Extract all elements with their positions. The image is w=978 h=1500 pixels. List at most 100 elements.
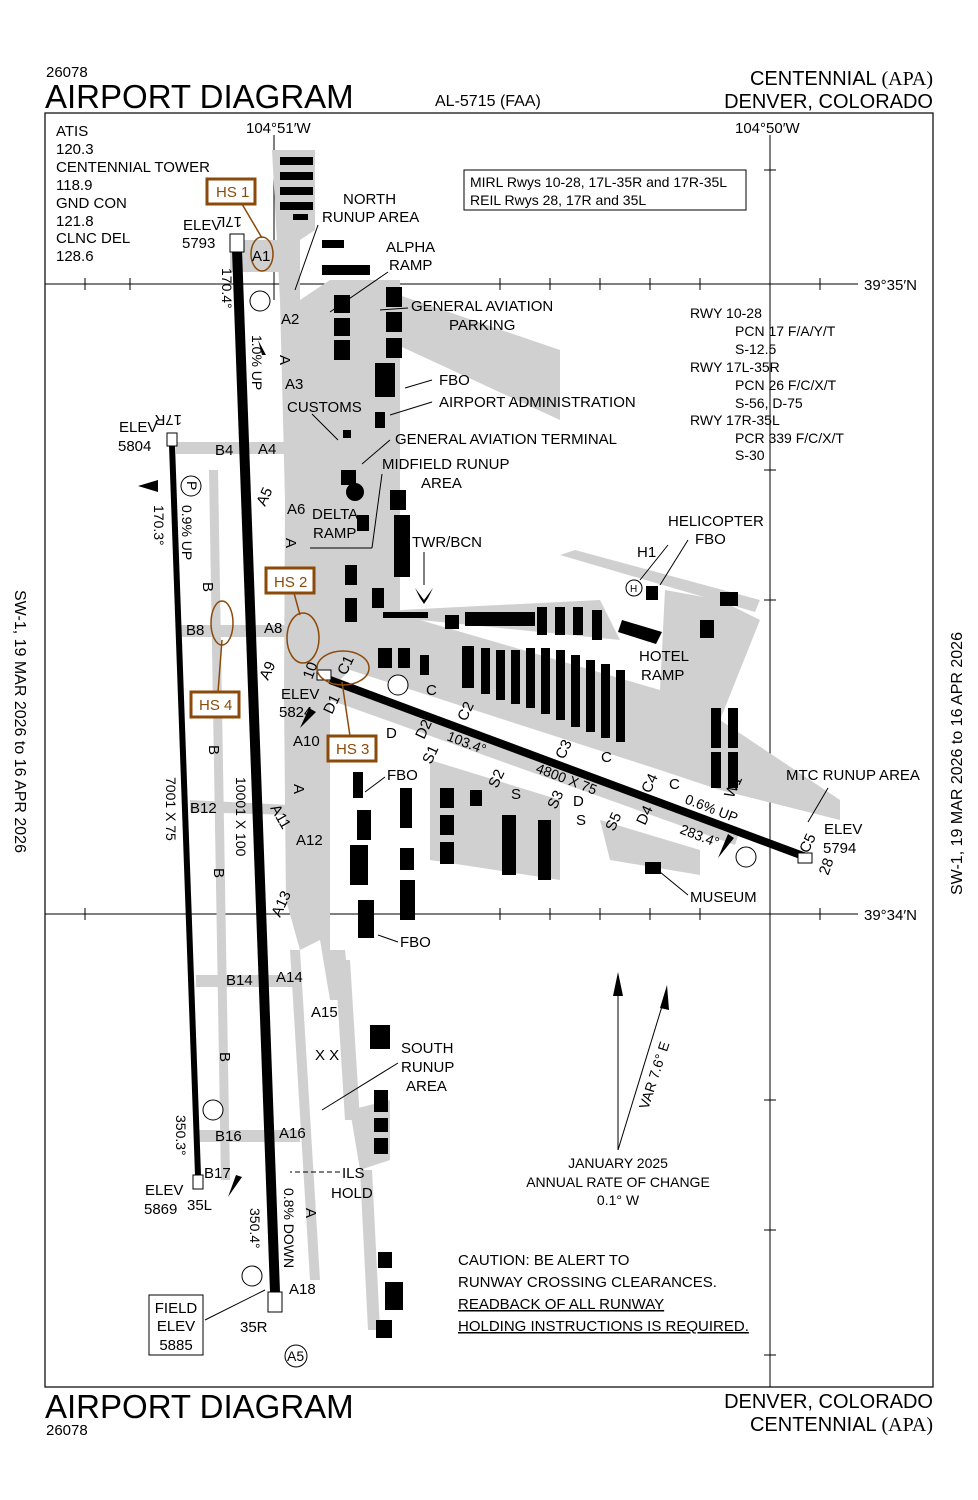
svg-text:S-30: S-30: [735, 447, 765, 463]
svg-text:B4: B4: [215, 442, 233, 459]
svg-text:B: B: [205, 745, 222, 755]
svg-text:AREA: AREA: [406, 1078, 447, 1095]
footer-airport-name: CENTENNIAL (APA): [750, 1414, 933, 1436]
svg-text:17R: 17R: [154, 411, 182, 428]
svg-text:A: A: [276, 355, 293, 365]
area-labels: NORTH RUNUP AREA ALPHA RAMP GENERAL AVIA…: [287, 191, 920, 1202]
diagram-frame: [44, 112, 934, 1388]
svg-text:B12: B12: [190, 800, 217, 817]
vasi-arrow-icon: [138, 340, 734, 1197]
svg-text:RAMP: RAMP: [641, 667, 684, 684]
svg-text:S: S: [511, 786, 521, 803]
freq-label: CLNC DEL: [56, 230, 130, 247]
svg-text:FBO: FBO: [695, 531, 726, 548]
svg-text:C1: C1: [334, 653, 358, 678]
svg-text:AIRPORT ADMINISTRATION: AIRPORT ADMINISTRATION: [439, 394, 636, 411]
longitude-label: 104°50′W: [735, 120, 801, 137]
svg-text:10: 10: [300, 660, 322, 681]
caution-note: CAUTION: BE ALERT TO RUNWAY CROSSING CLE…: [458, 1252, 749, 1335]
svg-text:S1: S1: [419, 743, 442, 767]
svg-text:350.4°: 350.4°: [247, 1208, 263, 1249]
svg-text:D1: D1: [320, 692, 344, 717]
svg-text:17L: 17L: [217, 213, 242, 230]
svg-text:ELEV: ELEV: [183, 217, 221, 234]
svg-text:A9: A9: [256, 659, 279, 683]
svg-text:A: A: [302, 1208, 319, 1218]
hot-spot-label: HS 2: [274, 574, 307, 591]
magvar-date: JANUARY 2025: [568, 1155, 668, 1171]
svg-text:RWY 17R-35L: RWY 17R-35L: [690, 412, 780, 428]
svg-text:CAUTION: BE ALERT TO: CAUTION: BE ALERT TO: [458, 1252, 629, 1269]
freq-label: GND CON: [56, 195, 127, 212]
svg-text:HOLDING INSTRUCTIONS IS REQUIR: HOLDING INSTRUCTIONS IS REQUIRED.: [458, 1318, 749, 1335]
svg-text:D4: D4: [633, 803, 657, 828]
svg-text:ELEV: ELEV: [145, 1182, 183, 1199]
chart-id: AL-5715 (FAA): [435, 93, 541, 110]
svg-text:P: P: [184, 481, 200, 490]
freq-label: ATIS: [56, 123, 88, 140]
svg-text:B16: B16: [215, 1128, 242, 1145]
hot-spot-label: HS 3: [336, 741, 369, 758]
svg-text:A2: A2: [281, 311, 299, 328]
svg-text:FBO: FBO: [439, 372, 470, 389]
svg-text:28: 28: [816, 856, 838, 877]
footer-number: 26078: [46, 1422, 88, 1439]
leader-lines: [204, 224, 829, 1321]
svg-text:A10: A10: [293, 733, 320, 750]
svg-text:GENERAL AVIATION TERMINAL: GENERAL AVIATION TERMINAL: [395, 431, 617, 448]
svg-text:A1: A1: [252, 248, 270, 265]
longitude-label: 104°51′W: [246, 120, 312, 137]
svg-text:A: A: [290, 784, 307, 794]
svg-text:5804: 5804: [118, 438, 151, 455]
svg-text:MUSEUM: MUSEUM: [690, 889, 757, 906]
chart-title: AIRPORT DIAGRAM: [45, 78, 354, 115]
svg-text:35L: 35L: [187, 1197, 212, 1214]
svg-text:B17: B17: [204, 1165, 231, 1182]
svg-text:S3: S3: [544, 788, 567, 812]
buildings: [280, 157, 738, 1338]
svg-text:A5: A5: [287, 1348, 304, 1364]
magvar-rate-label: ANNUAL RATE OF CHANGE: [526, 1174, 710, 1190]
svg-text:MIDFIELD RUNUP: MIDFIELD RUNUP: [382, 456, 510, 473]
svg-text:B14: B14: [226, 972, 253, 989]
field-elev-label: FIELD: [155, 1300, 198, 1317]
svg-text:CUSTOMS: CUSTOMS: [287, 399, 362, 416]
svg-text:170.3°: 170.3°: [151, 505, 167, 546]
hot-spots: HS 1 HS 2 HS 3 HS 4: [189, 177, 378, 763]
field-elevation-box: [148, 1294, 204, 1356]
svg-text:0.9% UP: 0.9% UP: [179, 505, 195, 560]
svg-text:A12: A12: [296, 832, 323, 849]
svg-text:NORTH: NORTH: [343, 191, 396, 208]
svg-text:B: B: [199, 582, 216, 592]
svg-text:C: C: [426, 682, 437, 699]
svg-text:X X: X X: [315, 1047, 339, 1064]
svg-text:170.4°: 170.4°: [219, 268, 235, 309]
freq-value: 121.8: [56, 213, 94, 230]
svg-text:C: C: [601, 749, 612, 766]
svg-text:S: S: [576, 812, 586, 829]
footer-title: AIRPORT DIAGRAM: [45, 1388, 354, 1425]
svg-text:HOTEL: HOTEL: [639, 648, 689, 665]
threshold-markings: [166, 233, 813, 1313]
svg-text:A4: A4: [258, 441, 276, 458]
runway-17r-35l: [169, 444, 201, 1176]
runway-10-28: [328, 676, 808, 861]
svg-text:RWY 10-28: RWY 10-28: [690, 305, 762, 321]
svg-text:RUNUP AREA: RUNUP AREA: [322, 209, 419, 226]
north-arrow: [613, 972, 669, 1151]
svg-text:A16: A16: [279, 1125, 306, 1142]
latitude-label: 39°35′N: [864, 277, 917, 294]
svg-text:5869: 5869: [144, 1201, 177, 1218]
svg-text:ELEV: ELEV: [824, 821, 862, 838]
svg-text:PCN 26 F/C/X/T: PCN 26 F/C/X/T: [735, 377, 837, 393]
svg-text:1.0% UP: 1.0% UP: [249, 335, 265, 390]
freq-value: 118.9: [56, 177, 92, 194]
svg-text:C2: C2: [454, 699, 478, 724]
runway-data: RWY 10-28 PCN 17 F/A/Y/T S-12.5 RWY 17L-…: [690, 305, 844, 463]
hot-spot-label: HS 1: [216, 184, 249, 201]
svg-text:TWR/BCN: TWR/BCN: [412, 534, 482, 551]
svg-text:ELEV: ELEV: [281, 686, 319, 703]
svg-text:GENERAL AVIATION: GENERAL AVIATION: [411, 298, 553, 315]
svg-text:PCR 339 F/C/X/T: PCR 339 F/C/X/T: [735, 430, 844, 446]
